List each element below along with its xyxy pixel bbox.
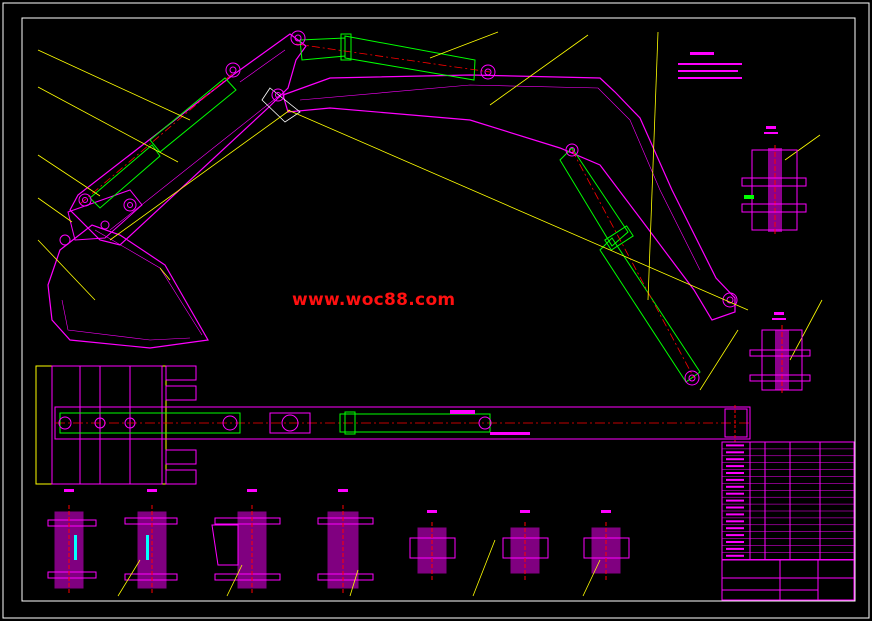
pivot-pins	[59, 30, 738, 386]
pin-detail-4	[317, 489, 374, 595]
parts-list-cell-mark	[726, 499, 744, 502]
side-view	[37, 30, 823, 391]
parts-list-cell-mark	[726, 458, 744, 461]
parts-list-cell-mark	[726, 492, 744, 495]
pin-detail-6	[502, 510, 549, 580]
parts-list-cell-mark	[726, 520, 744, 523]
section-view-lower	[749, 312, 811, 395]
technical-notes	[678, 52, 742, 79]
watermark-text: www.woc88.com	[292, 290, 456, 310]
pin-detail-2	[124, 489, 178, 595]
plan-view	[35, 365, 752, 485]
pin-detail-7	[583, 510, 630, 580]
bucket-inner	[61, 229, 203, 341]
parts-list-cell-mark	[726, 472, 744, 474]
bucket-cylinder	[79, 73, 237, 209]
bucket-link	[67, 189, 143, 241]
pin-details	[47, 489, 630, 597]
pin-detail-5	[409, 510, 456, 580]
bucket	[47, 224, 209, 349]
parts-list-cell-mark	[726, 554, 744, 557]
parts-list-cell-mark	[726, 547, 744, 550]
parts-list-cell-mark	[726, 465, 744, 468]
title-block	[721, 441, 855, 601]
inner-border	[21, 17, 856, 602]
leader-lines	[37, 31, 823, 391]
stick-arm	[69, 33, 307, 246]
stick-cylinder	[295, 33, 491, 81]
stick-inner-line	[109, 49, 286, 231]
parts-list-cell-mark	[726, 485, 744, 488]
parts-list-cell-mark	[726, 478, 744, 481]
parts-list-cell-mark	[726, 451, 744, 454]
parts-list-cell-mark	[726, 541, 744, 543]
pin-detail-3	[211, 489, 281, 595]
link-plate	[261, 87, 301, 123]
parts-list-cell-mark	[726, 513, 744, 516]
section-view-upper	[741, 126, 807, 235]
parts-list-cell-mark	[726, 506, 744, 509]
pin-detail-1	[47, 489, 97, 595]
parts-list-cell-mark	[726, 444, 744, 447]
boom-inner-line	[299, 84, 701, 271]
boom-arm	[282, 74, 736, 321]
boom-cylinder	[559, 147, 701, 383]
parts-list-cell-mark	[726, 534, 744, 537]
parts-list-cell-mark	[726, 527, 744, 530]
